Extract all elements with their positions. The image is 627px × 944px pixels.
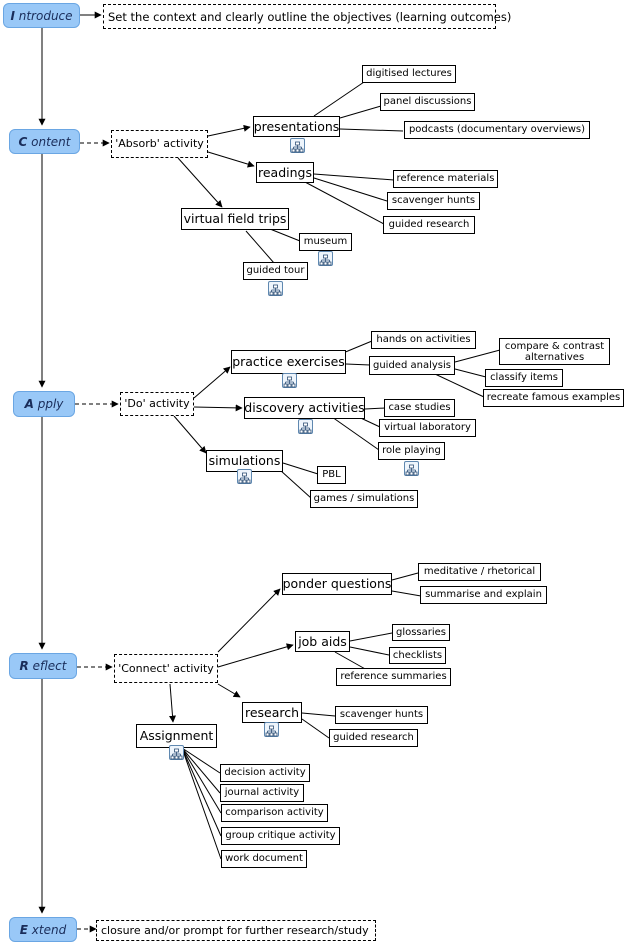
reflect-guided-research-node[interactable]: guided research bbox=[329, 729, 418, 747]
museum-node[interactable]: museum bbox=[299, 233, 352, 251]
readings-node[interactable]: readings bbox=[256, 162, 314, 183]
discovery-activities-submap-icon[interactable] bbox=[298, 419, 313, 434]
absorb-activity-node[interactable]: 'Absorb' activity bbox=[111, 130, 208, 158]
presentations-node[interactable]: presentations bbox=[253, 116, 340, 137]
reference-summaries-node[interactable]: reference summaries bbox=[336, 668, 451, 686]
podcasts-node[interactable]: podcasts (documentary overviews) bbox=[404, 121, 590, 139]
discovery-activities-node[interactable]: discovery activities bbox=[244, 397, 365, 419]
games-simulations-node[interactable]: games / simulations bbox=[310, 490, 418, 508]
classify-items-node[interactable]: classify items bbox=[485, 369, 563, 387]
phase-extend-label: E xtend bbox=[19, 922, 67, 937]
phase-apply[interactable]: A pply bbox=[13, 391, 75, 417]
role-playing-node[interactable]: role playing bbox=[378, 442, 445, 460]
guided-research-node[interactable]: guided research bbox=[383, 216, 475, 234]
reflect-scavenger-hunts-node[interactable]: scavenger hunts bbox=[335, 706, 428, 724]
assignment-submap-icon[interactable] bbox=[169, 745, 184, 760]
summarise-explain-node[interactable]: summarise and explain bbox=[420, 586, 547, 604]
virtual-laboratory-node[interactable]: virtual laboratory bbox=[379, 419, 476, 437]
decision-activity-node[interactable]: decision activity bbox=[220, 764, 310, 782]
guided-tour-submap-icon[interactable] bbox=[268, 281, 283, 296]
comparison-activity-node[interactable]: comparison activity bbox=[221, 804, 328, 822]
glossaries-node[interactable]: glossaries bbox=[392, 624, 450, 641]
phase-content[interactable]: C ontent bbox=[9, 129, 80, 154]
objectives-node[interactable]: Set the context and clearly outline the … bbox=[103, 4, 511, 29]
phase-content-label: C ontent bbox=[18, 134, 71, 149]
practice-exercises-submap-icon[interactable] bbox=[282, 373, 297, 388]
research-submap-icon[interactable] bbox=[264, 722, 279, 737]
phase-reflect[interactable]: R eflect bbox=[9, 653, 77, 679]
phase-introduce[interactable]: I ntroduce bbox=[3, 3, 80, 28]
meditative-rhetorical-node[interactable]: meditative / rhetorical bbox=[418, 563, 541, 581]
phase-introduce-label: I ntroduce bbox=[10, 8, 73, 23]
practice-exercises-node[interactable]: practice exercises bbox=[231, 350, 346, 374]
phase-reflect-label: R eflect bbox=[19, 659, 67, 673]
scavenger-hunts-node[interactable]: scavenger hunts bbox=[387, 192, 480, 210]
phase-apply-label: A pply bbox=[24, 397, 64, 411]
guided-analysis-node[interactable]: guided analysis bbox=[369, 356, 455, 375]
case-studies-node[interactable]: case studies bbox=[384, 399, 455, 417]
connect-activity-node[interactable]: 'Connect' activity bbox=[114, 654, 218, 683]
job-aids-node[interactable]: job aids bbox=[295, 631, 350, 652]
ponder-questions-node[interactable]: ponder questions bbox=[282, 573, 392, 595]
research-node[interactable]: research bbox=[242, 702, 302, 723]
guided-tour-node[interactable]: guided tour bbox=[243, 262, 308, 280]
journal-activity-node[interactable]: journal activity bbox=[220, 784, 304, 802]
closure-node[interactable]: closure and/or prompt for further resear… bbox=[96, 920, 376, 941]
reference-materials-node[interactable]: reference materials bbox=[393, 170, 498, 188]
recreate-examples-node[interactable]: recreate famous examples bbox=[483, 389, 624, 407]
pbl-node[interactable]: PBL bbox=[317, 466, 346, 484]
phase-extend[interactable]: E xtend bbox=[9, 917, 77, 942]
do-activity-node[interactable]: 'Do' activity bbox=[120, 392, 194, 416]
digitised-lectures-node[interactable]: digitised lectures bbox=[362, 65, 456, 83]
hands-on-activities-node[interactable]: hands on activities bbox=[371, 331, 476, 349]
virtual-field-trips-node[interactable]: virtual field trips bbox=[181, 208, 289, 230]
checklists-node[interactable]: checklists bbox=[389, 647, 446, 664]
role-playing-submap-icon[interactable] bbox=[404, 461, 419, 476]
group-critique-node[interactable]: group critique activity bbox=[221, 827, 340, 845]
work-document-node[interactable]: work document bbox=[221, 850, 307, 868]
compare-contrast-node[interactable]: compare & contrast alternatives bbox=[499, 338, 610, 365]
simulations-submap-icon[interactable] bbox=[237, 469, 252, 484]
simulations-node[interactable]: simulations bbox=[206, 450, 283, 472]
museum-submap-icon[interactable] bbox=[318, 251, 333, 266]
presentations-submap-icon[interactable] bbox=[290, 138, 305, 153]
panel-discussions-node[interactable]: panel discussions bbox=[380, 93, 475, 111]
